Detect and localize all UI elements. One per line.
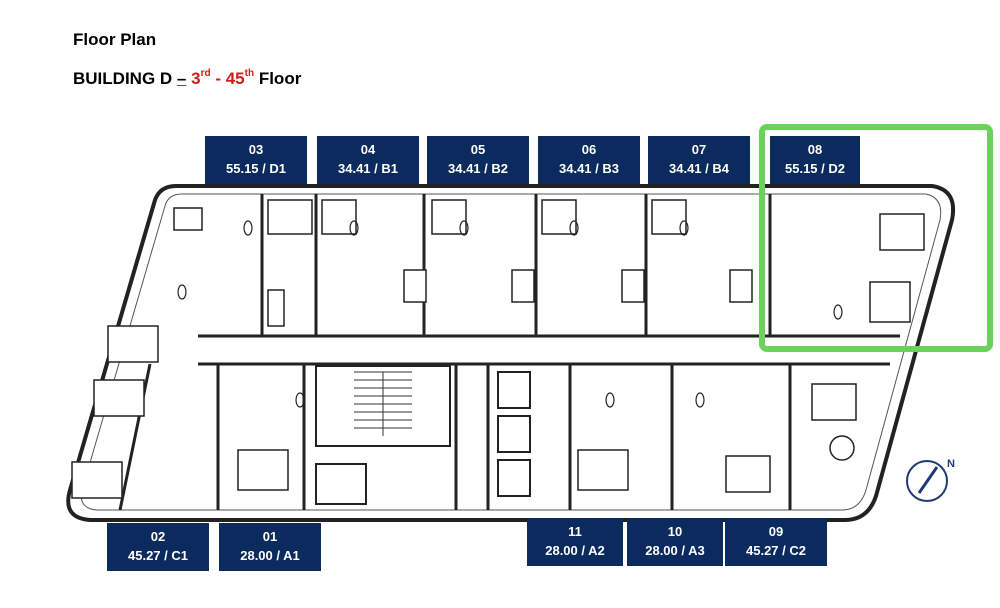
north-compass-icon: N — [906, 458, 955, 502]
unit-number: 04 — [360, 142, 376, 157]
subtitle-dash: – — [176, 69, 187, 88]
unit-label-10[interactable]: 10 28.00 / A3 — [627, 518, 723, 566]
unit-spec: 34.41 / B1 — [338, 161, 398, 176]
unit-spec: 34.41 / B3 — [559, 161, 619, 176]
unit-number: 07 — [691, 142, 707, 157]
page-title: Floor Plan — [73, 30, 157, 49]
unit-number: 03 — [248, 142, 264, 157]
unit-number: 05 — [470, 142, 486, 157]
floor-word: Floor — [258, 69, 302, 88]
compass-north-label: N — [947, 458, 955, 470]
building-floor-subtitle: BUILDING D – 3rd - 45th Floor — [73, 68, 301, 89]
unit-spec: 55.15 / D2 — [785, 161, 845, 176]
unit-label-07[interactable]: 07 34.41 / B4 — [648, 136, 750, 184]
unit-label-01[interactable]: 01 28.00 / A1 — [219, 523, 321, 571]
unit-label-05[interactable]: 05 34.41 / B2 — [427, 136, 529, 184]
unit-number: 09 — [768, 524, 784, 539]
unit-spec: 28.00 / A2 — [545, 543, 605, 558]
unit-number: 02 — [150, 529, 166, 544]
unit-label-09[interactable]: 09 45.27 / C2 — [725, 518, 827, 566]
unit-spec: 45.27 / C1 — [128, 548, 188, 563]
unit-spec: 28.00 / A1 — [240, 548, 300, 563]
floor-from: 3rd — [191, 68, 211, 88]
highlighted-unit-frame — [759, 124, 993, 352]
unit-label-02[interactable]: 02 45.27 / C1 — [107, 523, 209, 571]
floor-range-dash: - — [215, 69, 221, 88]
floor-to: 45th — [225, 68, 255, 88]
unit-spec: 34.41 / B2 — [448, 161, 508, 176]
unit-spec: 34.41 / B4 — [669, 161, 729, 176]
unit-spec: 28.00 / A3 — [645, 543, 705, 558]
unit-number: 06 — [581, 142, 597, 157]
unit-label-06[interactable]: 06 34.41 / B3 — [538, 136, 640, 184]
unit-label-08[interactable]: 08 55.15 / D2 — [770, 136, 860, 184]
unit-number: 10 — [667, 524, 683, 539]
unit-label-03[interactable]: 03 55.15 / D1 — [205, 136, 307, 184]
unit-number: 08 — [807, 142, 823, 157]
unit-spec: 45.27 / C2 — [746, 543, 806, 558]
unit-spec: 55.15 / D1 — [226, 161, 286, 176]
building-name: BUILDING D — [73, 69, 173, 88]
unit-label-04[interactable]: 04 34.41 / B1 — [317, 136, 419, 184]
unit-label-11[interactable]: 11 28.00 / A2 — [527, 518, 623, 566]
unit-number: 01 — [262, 529, 278, 544]
unit-number: 11 — [568, 524, 582, 539]
